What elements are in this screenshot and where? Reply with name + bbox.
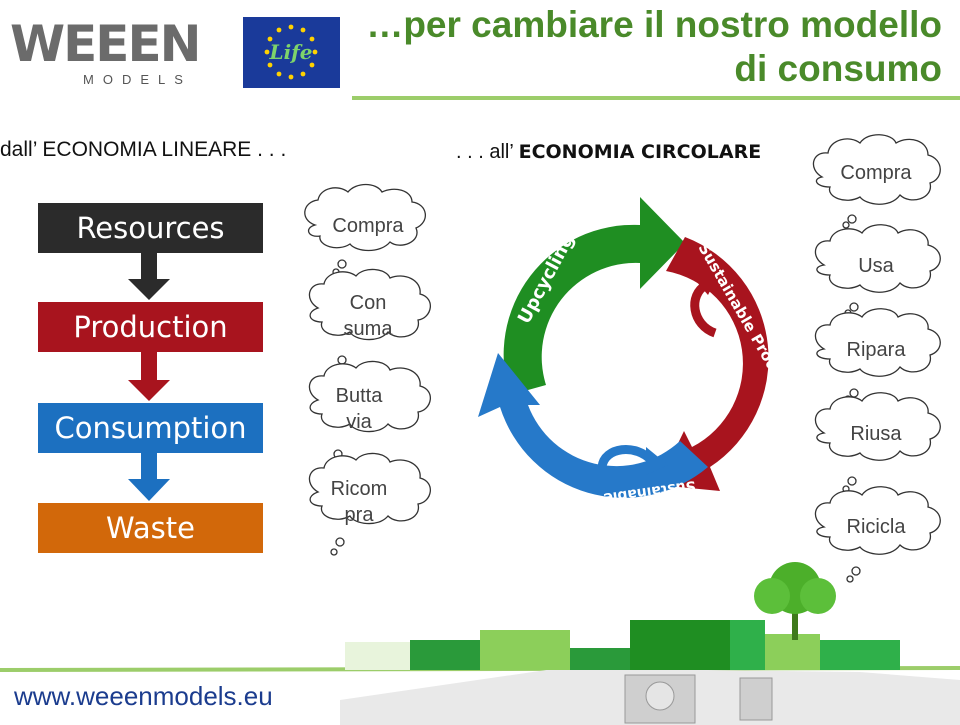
page-title-line2: di consumo — [734, 48, 942, 89]
subtitle-circular: . . . all’ ECONOMIA CIRCOLARE — [456, 141, 761, 164]
production-box: Production — [38, 302, 263, 352]
cloud-usa: Usa — [858, 255, 894, 277]
eu-life-flag-icon: Life — [243, 17, 340, 88]
subtitle-circular-bold: ECONOMIA CIRCOLARE — [518, 141, 762, 163]
page-title-line1: …per cambiare il nostro modello — [366, 4, 942, 45]
website-link[interactable]: www.weeenmodels.eu — [14, 681, 273, 711]
appliance-icon — [624, 674, 773, 724]
down-arrow-icon — [128, 453, 170, 501]
cloud-compra-left: Compra — [332, 215, 404, 237]
consumption-box: Consumption — [38, 403, 263, 453]
sustainable-consumption-arrow — [478, 353, 708, 498]
down-arrow-icon — [128, 253, 170, 300]
weeen-logo-subtext: MODELS — [83, 72, 192, 87]
linear-arrows — [128, 253, 170, 501]
tree-icon — [754, 562, 836, 640]
right-clouds — [812, 134, 941, 583]
footer-banner — [0, 562, 960, 725]
subtitle-linear: dall’ ECONOMIA LINEARE . . . — [0, 138, 287, 161]
cloud-riusa: Riusa — [850, 423, 902, 445]
sustainable-production-arrow — [658, 237, 769, 491]
down-arrow-icon — [128, 352, 170, 401]
eu-label: Life — [269, 40, 313, 64]
waste-box: Waste — [38, 503, 263, 553]
circular-economy-diagram: Upcycling Sustainable Production Sustain… — [478, 197, 800, 521]
resources-box: Resources — [38, 203, 263, 253]
cloud-ricicla: Ricicla — [846, 516, 906, 538]
cloud-ripara: Ripara — [846, 339, 906, 361]
title-divider — [352, 96, 960, 100]
cloud-compra-right: Compra — [840, 162, 912, 184]
upcycling-arrow — [503, 197, 685, 395]
left-clouds — [304, 183, 431, 556]
subtitle-circular-prefix: . . . all’ — [456, 141, 519, 163]
weeen-logo-text: WEEEN — [10, 15, 201, 73]
